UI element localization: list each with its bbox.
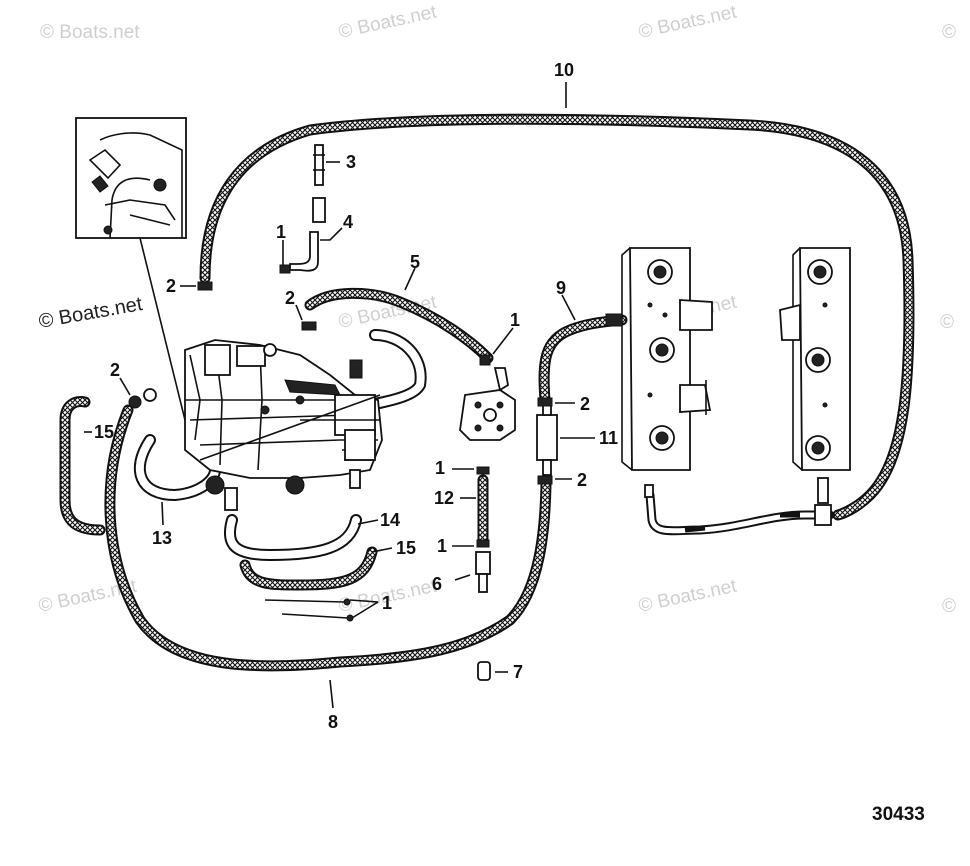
hose-upper-plain [364, 329, 427, 411]
callout-3: 3 [346, 152, 356, 172]
inset-leader [139, 237, 186, 421]
hose-14 [223, 514, 362, 561]
filter-block [459, 367, 516, 441]
fitting-3 [313, 144, 325, 186]
callout-11: 11 [599, 428, 618, 448]
callout-14: 14 [380, 510, 400, 530]
callout-1: 1 [382, 593, 392, 613]
leader-lines [84, 82, 595, 709]
callout-15: 15 [396, 538, 416, 558]
hose-5 [304, 287, 494, 364]
callout-1: 1 [435, 458, 445, 478]
callouts: 10 3 4 1 5 2 2 1 9 2 2 15 11 1 2 12 14 1… [94, 60, 618, 732]
callout-2: 2 [285, 288, 295, 308]
watermark: © [942, 596, 956, 617]
callout-6: 6 [432, 574, 442, 594]
hose-8 [104, 404, 552, 672]
fitting-6 [475, 551, 491, 593]
inline-filter [536, 399, 558, 476]
callout-8: 8 [328, 712, 338, 732]
callout-9: 9 [556, 278, 566, 298]
figure-number: 30433 [872, 804, 925, 825]
watermark: © Boats.net [637, 2, 739, 43]
clamps [128, 264, 623, 548]
fuel-rail-left [621, 247, 713, 471]
watermark: © Boats.net [337, 2, 439, 43]
callout-1: 1 [276, 222, 286, 242]
hose-15-left [59, 396, 106, 536]
fuel-pump-assembly [184, 339, 383, 511]
hose-right-bottom [645, 490, 835, 536]
watermark-prominent: © Boats.net [37, 293, 144, 333]
cap-7 [477, 661, 491, 681]
hose-10 [199, 113, 915, 521]
cable-ties [264, 598, 354, 622]
sleeve-4 [289, 197, 326, 272]
callout-2: 2 [577, 470, 587, 490]
watermark: © [942, 22, 956, 43]
watermark: © Boats.net [637, 576, 739, 617]
callout-1: 1 [510, 310, 520, 330]
callout-1: 1 [437, 536, 447, 556]
callout-7: 7 [513, 662, 523, 682]
tee-fitting [644, 477, 832, 526]
callout-2: 2 [110, 360, 120, 380]
callout-2: 2 [580, 394, 590, 414]
watermark: © Boats.net [40, 22, 140, 43]
inset-detail [75, 117, 187, 239]
callout-2: 2 [166, 276, 176, 296]
callout-5: 5 [410, 252, 420, 272]
fuel-rail-right [779, 247, 851, 471]
hose-15-lower [239, 546, 378, 591]
callout-13: 13 [152, 528, 172, 548]
callout-4: 4 [343, 212, 353, 232]
callout-10: 10 [554, 60, 574, 80]
callout-12: 12 [434, 488, 454, 508]
callout-15: 15 [94, 422, 114, 442]
watermark: © [940, 312, 954, 333]
hose-9 [538, 314, 628, 406]
